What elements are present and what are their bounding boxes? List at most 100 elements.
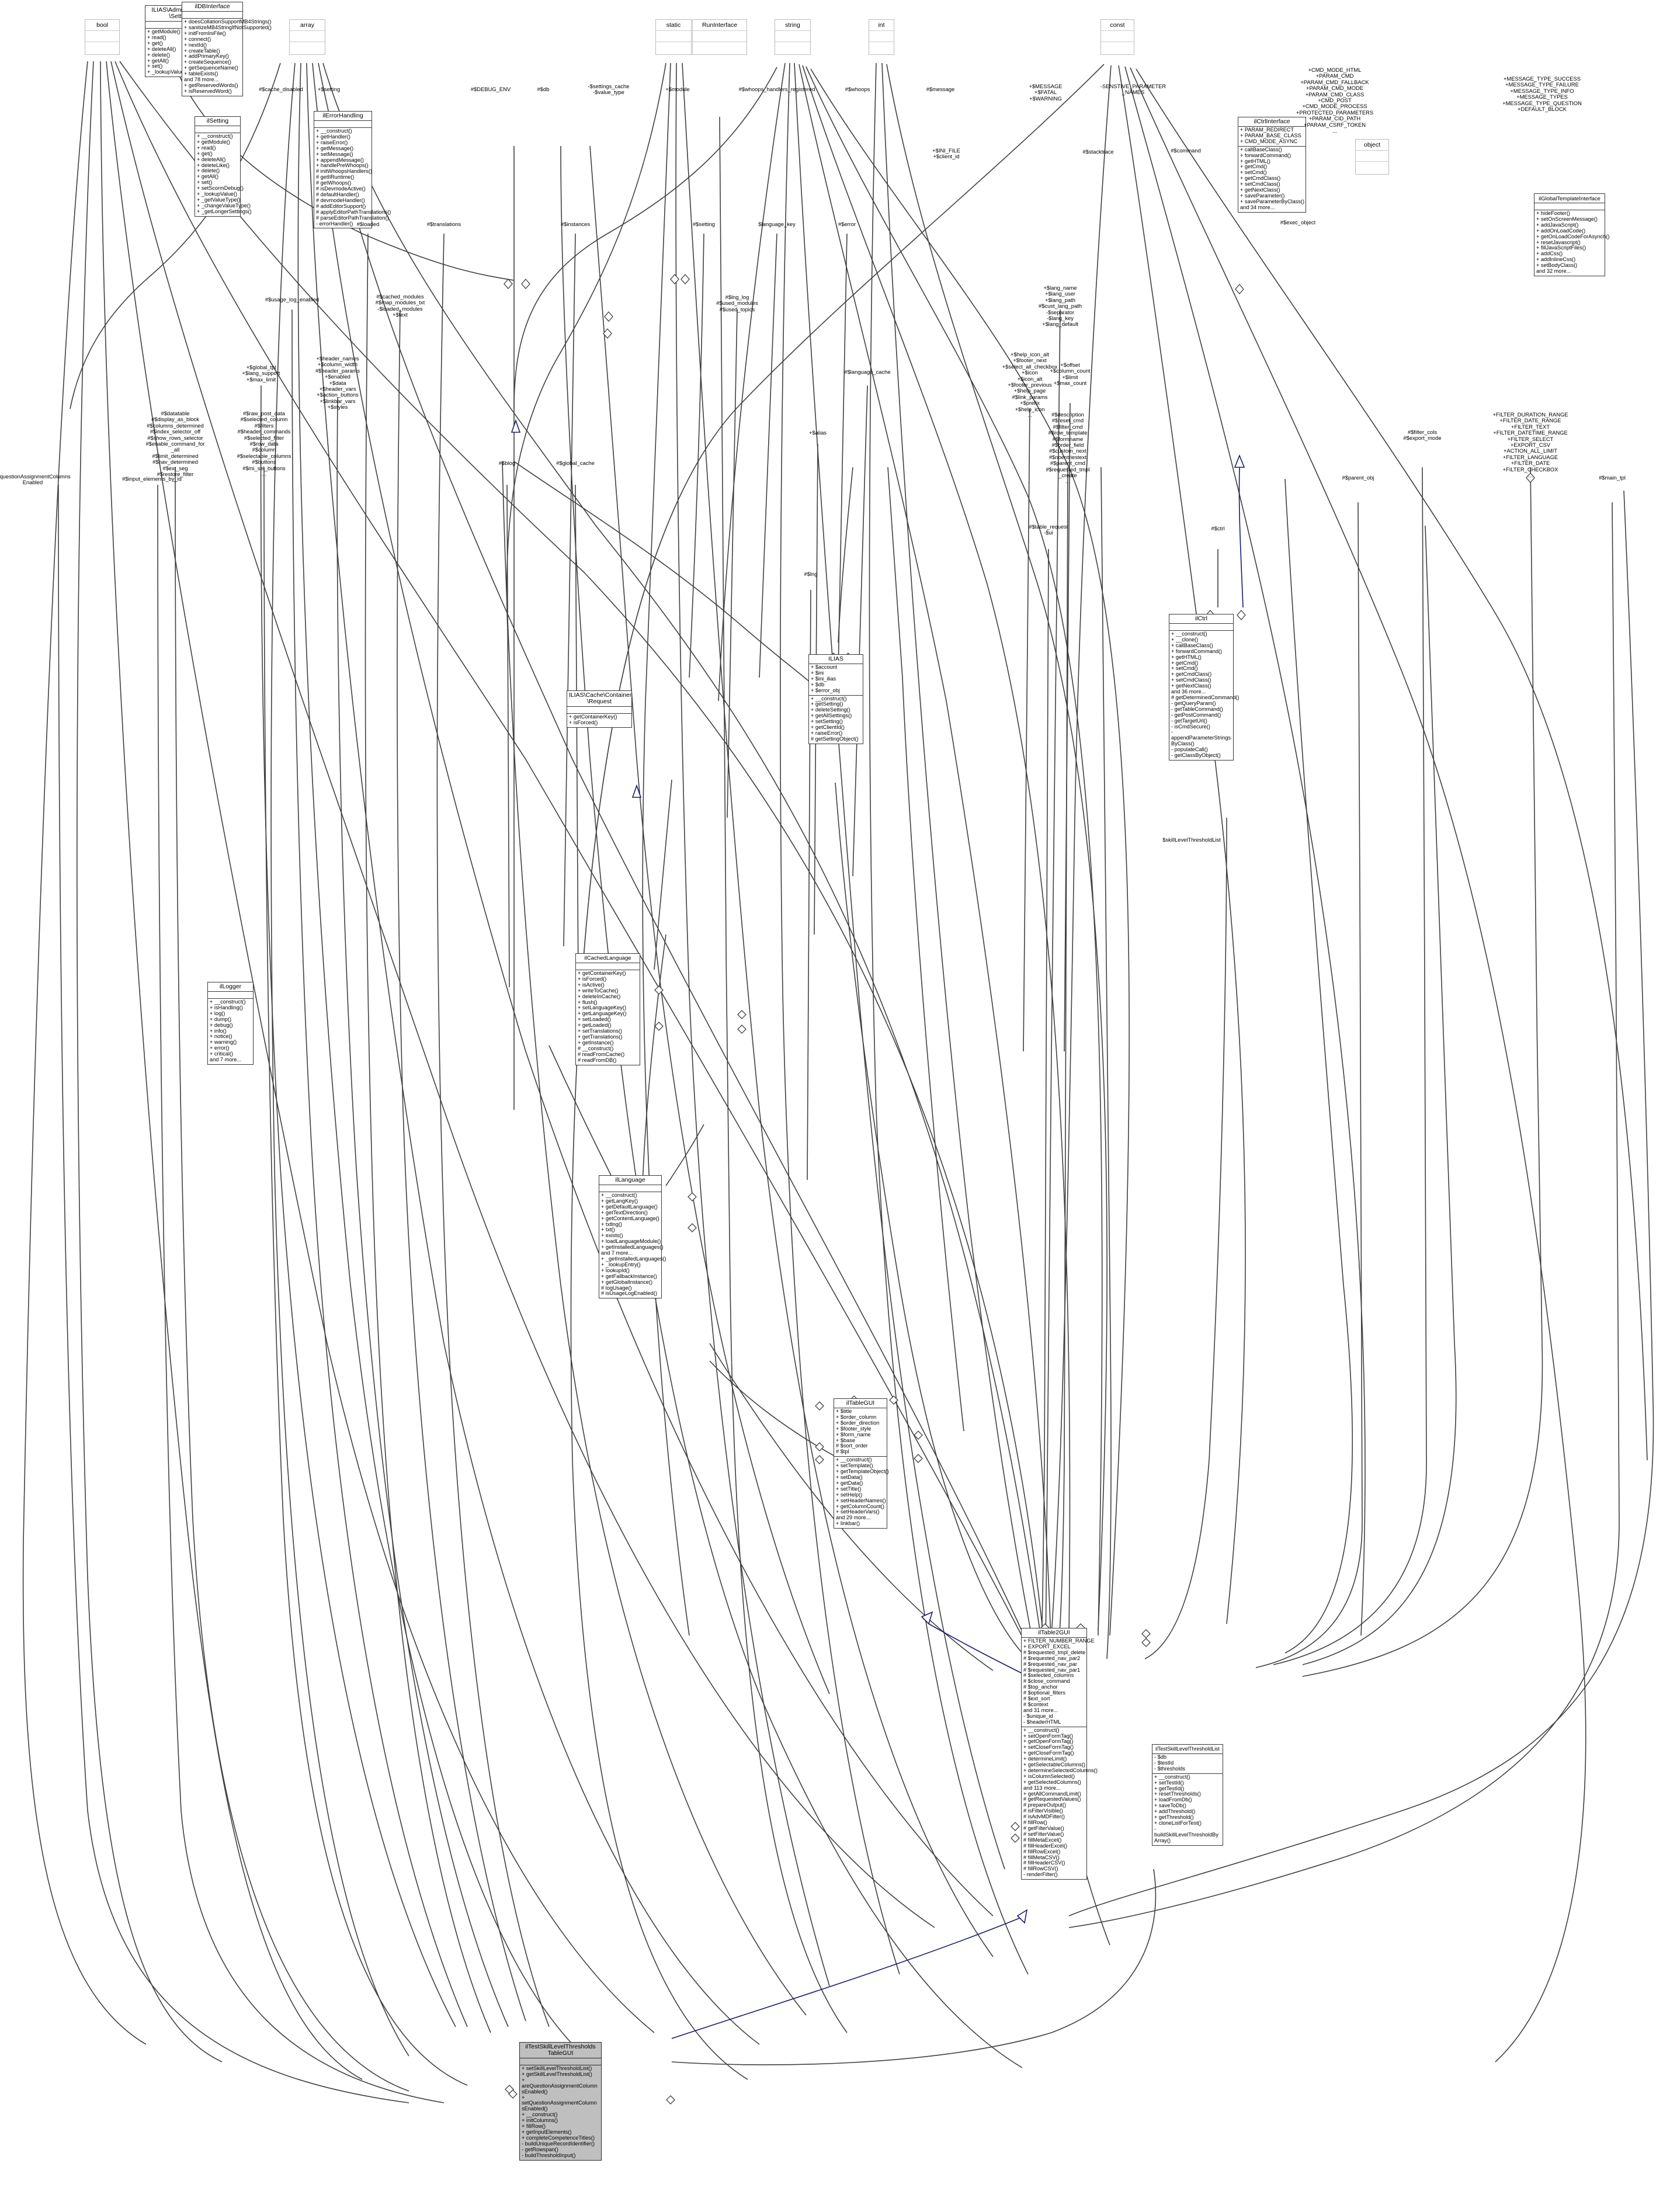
edge-label: +$alias bbox=[809, 429, 827, 436]
class-member: # setFilterValue() bbox=[1023, 1831, 1064, 1837]
class-member: + setHelp() bbox=[836, 1491, 863, 1498]
class-member: + lookupId() bbox=[601, 1267, 630, 1273]
class-member: + isForced() bbox=[578, 975, 607, 982]
class-member: + read() bbox=[197, 144, 216, 151]
class-member: + resetJavascript() bbox=[1536, 239, 1581, 245]
class-member: + getTextDirection() bbox=[601, 1209, 648, 1216]
edge-label: #$datatable #$display_as_block #$columns… bbox=[145, 410, 205, 484]
class-node-ilctrlinterface[interactable]: ilCtrlInterface + PARAM_REDIRECT+ PARAM_… bbox=[1238, 117, 1306, 213]
class-member: # $requested_nav_par bbox=[1023, 1661, 1077, 1667]
class-node-ilctrl[interactable]: ilCtrl + __construct()+ __clone()+ callB… bbox=[1169, 614, 1239, 761]
class-member: + createSequence() bbox=[184, 59, 231, 65]
class-member: # $requested_nav_par2 bbox=[1023, 1655, 1081, 1661]
class-member: + getSkillLevelThresholdList() bbox=[522, 2071, 592, 2077]
class-node-ilias-cache-container-request[interactable]: ILIAS\Cache\Container \Request + getCont… bbox=[567, 690, 632, 728]
class-name: ilLogger bbox=[219, 983, 242, 990]
class-member: - errorHandler() bbox=[316, 220, 353, 227]
class-member: + _getInstalledLanguages() bbox=[601, 1255, 666, 1262]
class-member: + setTitle() bbox=[836, 1485, 862, 1492]
class-member: # readFromCache() bbox=[578, 1051, 625, 1057]
class-member: + setLanguageKey() bbox=[578, 1005, 627, 1011]
class-member: + loadFromDb() bbox=[1154, 1797, 1192, 1803]
class-operations: + __construct()+ __clone()+ callBaseClas… bbox=[1169, 631, 1239, 760]
class-member: + setOpenFormTag() bbox=[1023, 1732, 1074, 1739]
class-member: and 29 more... bbox=[836, 1515, 871, 1521]
edge-label: #$whoops_handlers_registered bbox=[738, 86, 815, 92]
class-member: # $ext_sort bbox=[1023, 1696, 1050, 1702]
class-member: + deleteAll() bbox=[197, 156, 226, 162]
class-member: + cloneListForTest() bbox=[1154, 1819, 1202, 1826]
class-member: + setCmd() bbox=[1240, 169, 1267, 176]
class-member: # parseEditorPathTranslation() bbox=[316, 214, 389, 221]
class-node-illogger[interactable]: ilLogger + __construct()+ isHandling()+ … bbox=[207, 982, 254, 1065]
class-operations: + __construct()+ isHandling()+ log()+ du… bbox=[208, 999, 253, 1064]
class-member: - getPostCommand() bbox=[1171, 711, 1221, 718]
class-member: + __clone() bbox=[1171, 636, 1199, 643]
edge-label: #$global_cache bbox=[556, 460, 595, 466]
class-node-iltablegui[interactable]: ilTableGUI + $title+ $order_column+ $ord… bbox=[834, 1398, 889, 1529]
type-box-runinterface: RunInterface bbox=[692, 19, 747, 55]
class-member: + getThreshold() bbox=[1154, 1814, 1194, 1821]
class-member: + error() bbox=[210, 1045, 230, 1051]
class-node-illanguage[interactable]: ilLanguage + __construct()+ getLangKey()… bbox=[599, 1175, 666, 1299]
class-node-ilglobaltemplateinterface[interactable]: ilGlobalTemplateInterface + hideFooter()… bbox=[1534, 193, 1609, 276]
class-operations: + getContainerKey()+ isForced() bbox=[567, 714, 631, 727]
class-node-ilerrorhandling[interactable]: ilErrorHandling + __construct()+ getHand… bbox=[314, 111, 391, 229]
class-member: # $close_command bbox=[1023, 1678, 1070, 1685]
class-member: + getInstance() bbox=[578, 1039, 614, 1046]
class-member: # devmodeHandler() bbox=[316, 197, 365, 203]
edge-label: #$ctrl bbox=[1211, 525, 1225, 532]
class-name: ilTableGUI bbox=[846, 1400, 875, 1407]
class-operations: + getModule()+ read()+ get()+ deleteAll(… bbox=[145, 29, 213, 77]
class-member: + resetThresholds() bbox=[1154, 1791, 1201, 1797]
class-node-iltestskilllevelthresholdstablegui[interactable]: ilTestSkillLevelThresholds TableGUI + se… bbox=[519, 2042, 602, 2161]
edge-label: -$settings_cache -$value_type bbox=[588, 83, 630, 96]
class-member: + createTable() bbox=[184, 47, 220, 54]
class-member: + getOpenFormTag() bbox=[1023, 1738, 1074, 1745]
class-node-iltestskilllevelthresholdlist[interactable]: ilTestSkillLevelThresholdList - $db- $te… bbox=[1152, 1744, 1223, 1846]
edge-label: +$module bbox=[665, 86, 690, 92]
class-member: + fillRow() bbox=[522, 2123, 546, 2130]
edge-label: #$cached_modules #$map_modules_txt -$loa… bbox=[375, 293, 425, 318]
class-member: + raiseError() bbox=[811, 730, 843, 736]
class-node-iltable2gui[interactable]: ilTable2GUI + FILTER_NUMBER_RANGE+ EXPOR… bbox=[1021, 1628, 1098, 1880]
edge-label: #$exec_object bbox=[1280, 219, 1316, 225]
class-member: # readFromDB() bbox=[578, 1057, 617, 1063]
class-name: ilTestSkillLevelThresholdList bbox=[1155, 1746, 1220, 1752]
class-member: + setTranslations() bbox=[578, 1028, 622, 1034]
class-member: + __construct() bbox=[601, 1192, 637, 1198]
class-member: + flush() bbox=[578, 999, 598, 1005]
class-member: + getSequenceName() bbox=[184, 65, 238, 71]
class-member: # logUsage() bbox=[601, 1284, 632, 1291]
class-node-ildbinterface[interactable]: ilDBInterface + doesCollationSupportMB4S… bbox=[182, 2, 272, 96]
class-member: + setCmd() bbox=[1171, 665, 1198, 672]
class-member: + getGlobalInstance() bbox=[601, 1279, 653, 1285]
class-member: + setQuestionAssignmentColumnsEnabled() bbox=[522, 2094, 597, 2112]
class-member: and 78 more... bbox=[184, 77, 219, 83]
type-box-label: const bbox=[1110, 22, 1125, 29]
edge-label: #$command bbox=[1171, 147, 1201, 154]
edge-label: +$header_names +$column_width #$header_p… bbox=[315, 355, 360, 411]
class-member: + getCmd() bbox=[1240, 164, 1268, 170]
class-member: + getContentLanguage() bbox=[601, 1215, 659, 1221]
class-member: + isHandling() bbox=[210, 1004, 243, 1010]
class-member: + deleteInCache() bbox=[578, 993, 621, 999]
class-member: + sanitizeMB4StringIfNotSupported() bbox=[184, 24, 272, 30]
class-member: + setSkillLevelThresholdList() bbox=[522, 2065, 592, 2071]
class-member: + connect() bbox=[184, 36, 211, 42]
class-member: # fillRow() bbox=[1023, 1819, 1047, 1826]
class-operations: + __construct()+ setTestId()+ getTestId(… bbox=[1152, 1774, 1223, 1845]
class-member: + setData() bbox=[836, 1474, 863, 1480]
class-member: + notice() bbox=[210, 1033, 232, 1040]
class-member: + setCmdClass() bbox=[1171, 677, 1211, 683]
class-member: + setSetting() bbox=[811, 718, 843, 725]
class-member: + delete() bbox=[147, 51, 171, 58]
edge-label: +$setting bbox=[317, 86, 341, 92]
class-node-ilias[interactable]: ILIAS + $account+ $ini+ $ini_ilias+ $db+… bbox=[808, 654, 863, 744]
class-member: # $selected_columns bbox=[1023, 1672, 1074, 1679]
class-operations: + __construct()+ getModule()+ read()+ ge… bbox=[195, 133, 252, 216]
class-member: + getSelectableColumns() bbox=[1023, 1762, 1085, 1768]
class-node-ilcachedlanguage[interactable]: ilCachedLanguage + getContainerKey()+ is… bbox=[575, 953, 640, 1065]
class-member: + exists() bbox=[601, 1232, 623, 1239]
class-node-ilsetting[interactable]: ilSetting + __construct()+ getModule()+ … bbox=[195, 116, 252, 217]
